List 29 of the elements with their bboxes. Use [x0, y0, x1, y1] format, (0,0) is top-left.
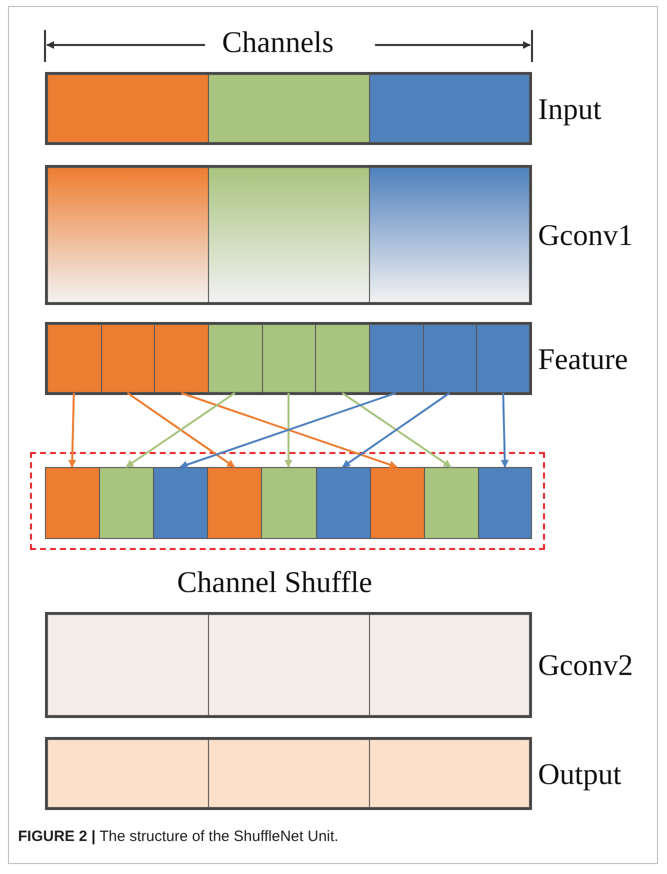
channel-block	[316, 467, 371, 539]
figure-caption: FIGURE 2 | The structure of the ShuffleNet Unit.	[18, 828, 338, 845]
channel-block	[45, 467, 100, 539]
channel-block	[315, 324, 370, 393]
channel-block	[478, 467, 532, 539]
channel-block	[47, 324, 102, 393]
arrow	[500, 392, 509, 468]
channel-block	[153, 467, 208, 539]
arrow	[68, 392, 76, 468]
row-label: Input	[538, 92, 602, 126]
arrow	[284, 393, 292, 468]
channel-block	[99, 467, 154, 539]
channel-block	[207, 467, 262, 539]
row-label: Gconv1	[538, 219, 633, 253]
group-title: Channel Shuffle	[177, 566, 372, 600]
channel-block	[369, 324, 424, 393]
channel-block	[262, 324, 316, 393]
channel-block	[370, 467, 425, 539]
dimension-label: Channels	[222, 26, 334, 60]
row-label: Gconv2	[538, 649, 633, 683]
channel-block	[476, 324, 530, 393]
channel-block	[100, 324, 156, 393]
row-label: Output	[538, 758, 622, 792]
row-label: Feature	[538, 342, 628, 376]
channel-block	[154, 324, 209, 393]
channel-block	[422, 324, 478, 393]
channel-block	[261, 467, 317, 539]
channel-block	[424, 467, 479, 539]
channel-block	[208, 324, 263, 393]
